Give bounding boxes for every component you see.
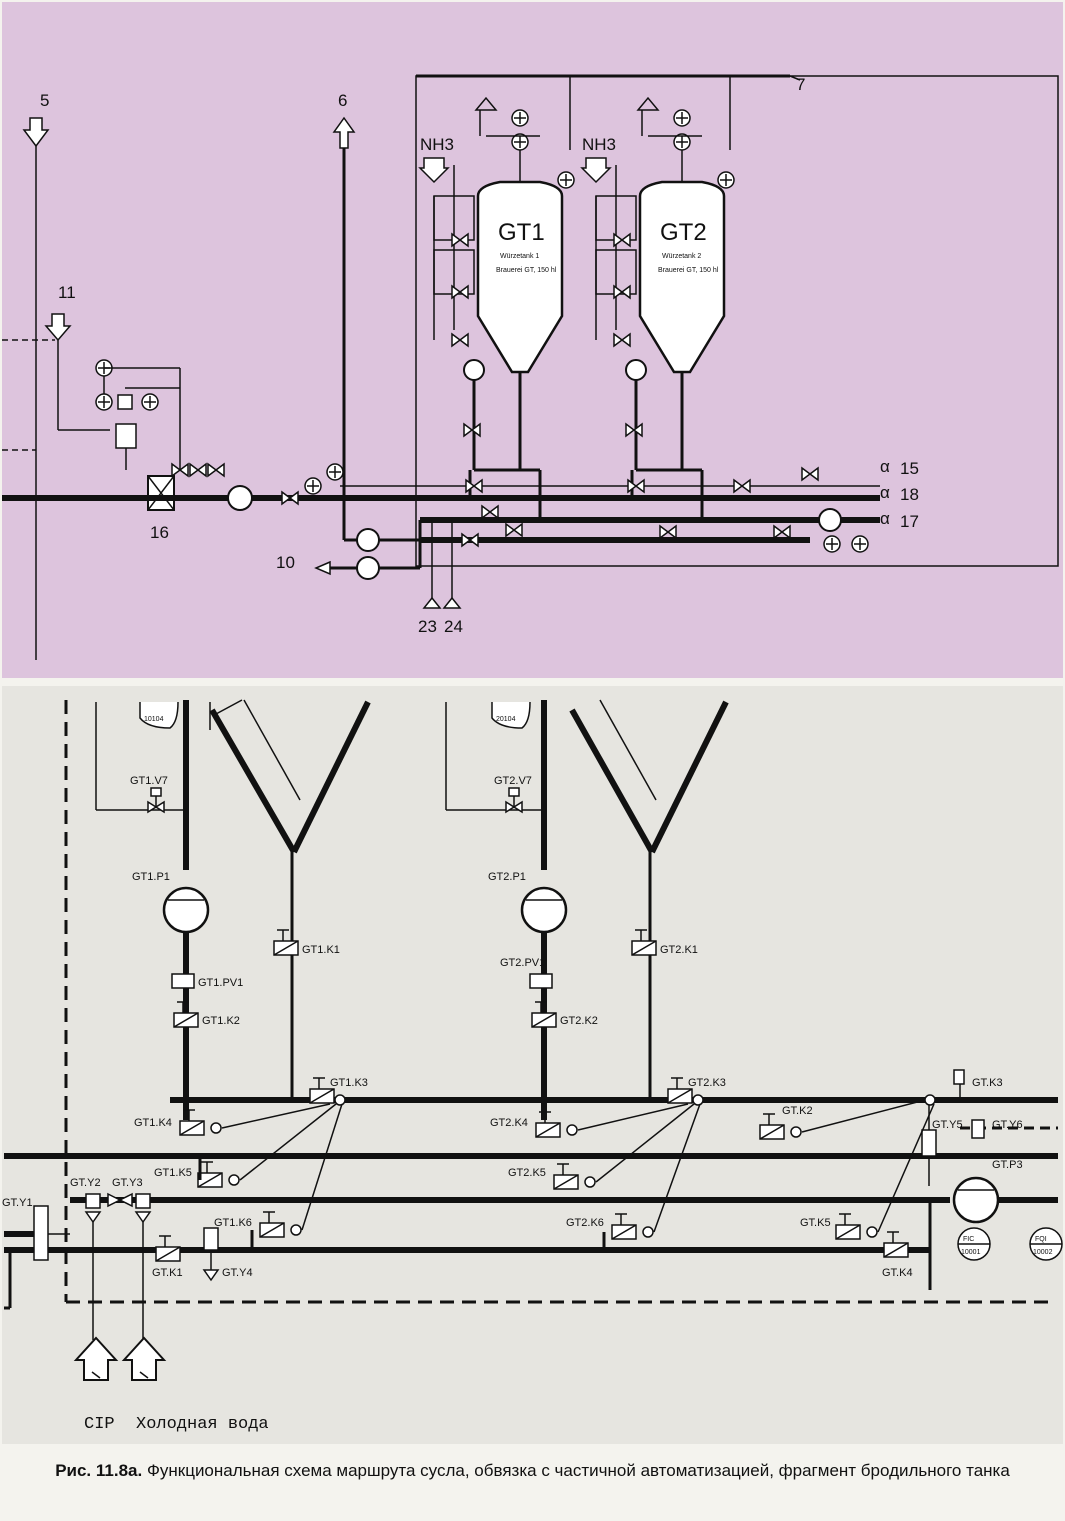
top-diagram: α α α — [2, 74, 1059, 660]
svg-text:20104: 20104 — [496, 716, 516, 723]
tank-gt1-label: GT1 — [498, 219, 545, 246]
svg-text:Brauerei GT, 150 hl: Brauerei GT, 150 hl — [658, 267, 719, 274]
pump-gt-p3 — [952, 1176, 1000, 1224]
svg-text:GT.K4: GT.K4 — [882, 1267, 913, 1279]
line-label-11: 11 — [58, 283, 76, 302]
pump-gt1 — [162, 886, 210, 934]
svg-text:α: α — [880, 509, 890, 528]
line-label-18: 18 — [900, 485, 919, 504]
column-gt1: 10104 GT1.V7 GT1.P1 GT1.K1 GT1.PV1 GT — [95, 699, 371, 1250]
svg-text:GT2.K6: GT2.K6 — [566, 1217, 604, 1229]
svg-text:FQI: FQI — [1035, 1236, 1047, 1243]
svg-text:GT1.V7: GT1.V7 — [130, 775, 168, 787]
svg-text:α: α — [880, 457, 890, 476]
svg-text:GT1.K2: GT1.K2 — [202, 1015, 240, 1027]
line-6 — [332, 116, 356, 540]
pump-main — [227, 485, 253, 511]
line-label-6: 6 — [338, 91, 347, 110]
tank-gt1: GT1 Würzetank 1 Brauerei GT, 150 hl NH3 — [418, 76, 575, 520]
cip-label: CIP — [84, 1415, 115, 1434]
svg-text:GT1.K3: GT1.K3 — [330, 1077, 368, 1089]
line-label-7: 7 — [796, 75, 805, 94]
column-gt2: 20104 GT2.V7 GT2.P1 GT2.K1 GT2.PV1 GT2.K… — [445, 699, 729, 1250]
line-label-23: 23 — [418, 617, 437, 636]
svg-text:GT2.K3: GT2.K3 — [688, 1077, 726, 1089]
line-label-17: 17 — [900, 512, 919, 531]
svg-text:FIC: FIC — [963, 1236, 974, 1243]
line-label-10: 10 — [276, 553, 295, 572]
svg-text:10001: 10001 — [961, 1249, 981, 1256]
svg-text:GT.K2: GT.K2 — [782, 1105, 813, 1117]
svg-text:GT2.K4: GT2.K4 — [490, 1117, 528, 1129]
svg-text:GT.Y4: GT.Y4 — [222, 1267, 253, 1279]
bottom-diagram: 10104 GT1.V7 GT1.P1 GT1.K1 GT1.PV1 GT — [2, 699, 1063, 1434]
svg-text:GT1.P1: GT1.P1 — [132, 871, 170, 883]
svg-text:GT1.PV1: GT1.PV1 — [198, 977, 243, 989]
figure-caption: Рис. 11.8а. Функциональная схема маршрут… — [0, 1458, 1065, 1484]
line-5 — [22, 117, 50, 660]
svg-text:GT1.K4: GT1.K4 — [134, 1117, 172, 1129]
line-label-16: 16 — [150, 523, 169, 542]
svg-text:GT2.K2: GT2.K2 — [560, 1015, 598, 1027]
svg-text:Würzetank 2: Würzetank 2 — [662, 253, 701, 260]
nh3-label-gt2: NH3 — [582, 135, 616, 154]
svg-text:GT2.PV1: GT2.PV1 — [500, 957, 545, 969]
cold-water-label: Холодная вода — [136, 1415, 269, 1434]
svg-text:GT.Y2: GT.Y2 — [70, 1177, 101, 1189]
common-equipment: GT.Y1 GT.Y2 GT.Y3 GT.K1 GT.Y4 GT.K3 GT.K… — [2, 1069, 1063, 1340]
svg-text:GT1.K1: GT1.K1 — [302, 944, 340, 956]
svg-text:GT.K5: GT.K5 — [800, 1217, 831, 1229]
line-label-5: 5 — [40, 91, 49, 110]
svg-text:GT2.K5: GT2.K5 — [508, 1167, 546, 1179]
svg-text:GT1.K5: GT1.K5 — [154, 1167, 192, 1179]
svg-text:10104: 10104 — [144, 716, 164, 723]
nh3-label-gt1: NH3 — [420, 135, 454, 154]
svg-text:Würzetank 1: Würzetank 1 — [500, 253, 539, 260]
line-label-24: 24 — [444, 617, 463, 636]
svg-text:GT.Y5: GT.Y5 — [932, 1119, 963, 1131]
svg-text:Brauerei GT, 150 hl: Brauerei GT, 150 hl — [496, 267, 557, 274]
bottom-diagram-panel — [2, 686, 1063, 1444]
unit-16 — [147, 475, 175, 511]
line-label-15: 15 — [900, 459, 919, 478]
figure-number: Рис. 11.8а. — [55, 1461, 143, 1480]
svg-text:GT2.V7: GT2.V7 — [494, 775, 532, 787]
tank-gt2-label: GT2 — [660, 219, 707, 246]
svg-text:GT1.K6: GT1.K6 — [214, 1217, 252, 1229]
svg-text:GT.Y6: GT.Y6 — [992, 1119, 1023, 1131]
svg-text:α: α — [880, 483, 890, 502]
figure-caption-text: Функциональная схема маршрута сусла, обв… — [146, 1461, 1010, 1480]
pump-gt2 — [520, 886, 568, 934]
svg-text:GT2.P1: GT2.P1 — [488, 871, 526, 883]
line-11 — [2, 313, 110, 451]
svg-text:GT.K1: GT.K1 — [152, 1267, 183, 1279]
svg-text:GT.K3: GT.K3 — [972, 1077, 1003, 1089]
svg-text:GT.Y1: GT.Y1 — [2, 1197, 33, 1209]
svg-text:GT.P3: GT.P3 — [992, 1159, 1023, 1171]
inlet-arrows: CIP Холодная вода — [73, 1336, 269, 1434]
svg-text:GT2.K1: GT2.K1 — [660, 944, 698, 956]
svg-text:10002: 10002 — [1033, 1249, 1053, 1256]
svg-text:GT.Y3: GT.Y3 — [112, 1177, 143, 1189]
tank-gt2: GT2 Würzetank 2 Brauerei GT, 150 hl NH3 — [580, 76, 735, 520]
